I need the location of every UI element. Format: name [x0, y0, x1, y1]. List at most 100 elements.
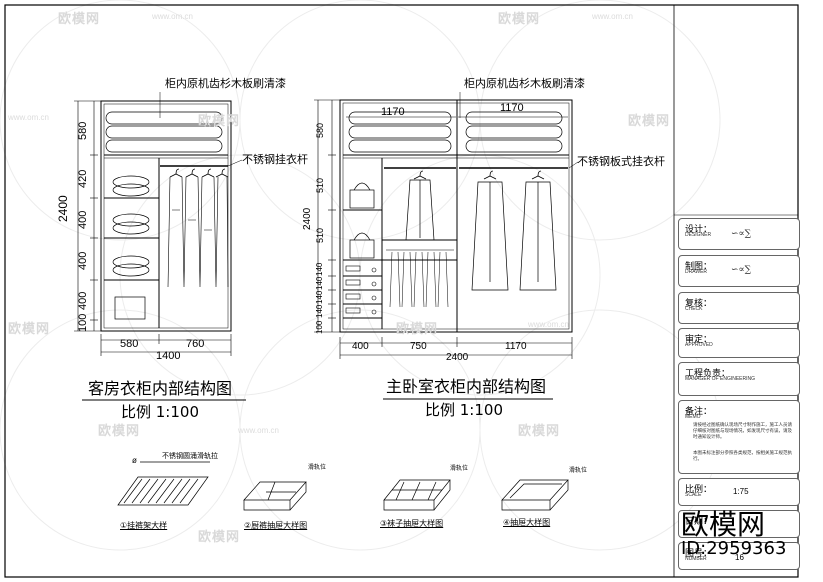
- guest-dimension-lines: [74, 100, 232, 356]
- watermark-url: www.om.cn: [592, 12, 633, 21]
- designer-signature-icon: ∽∝∑: [731, 229, 752, 239]
- master-dim-bottom-1: 400: [352, 341, 369, 352]
- title-block-designer: 设计： DESIGNER ∽∝∑: [678, 218, 800, 250]
- guest-height-total: 2400: [56, 195, 70, 222]
- designer-sub: DESIGNER: [685, 232, 712, 238]
- guest-dim-left-6: 100: [77, 313, 89, 332]
- scale-sub: SCALE: [685, 492, 702, 498]
- master-dim-left-3: 510: [315, 227, 325, 243]
- guest-width-total: 1400: [156, 350, 181, 362]
- master-dim-bottom-2: 750: [410, 341, 427, 352]
- title-block-memo: 备注： MEMO 请按经过图纸确认现场尺寸制作施工，施工人员请仔细核对图纸与现场…: [678, 400, 800, 474]
- watermark-url: www.om.cn: [8, 113, 49, 122]
- annotation-leaders: [159, 92, 579, 169]
- guest-wardrobe-scale: 比例 1:100: [121, 403, 199, 421]
- master-dim-left-5: 140: [315, 276, 324, 290]
- master-dimension-lines: [314, 99, 573, 359]
- number-label: 图号：: [685, 549, 713, 559]
- guest-top-note: 柜内原机齿杉木板刷清漆: [165, 77, 286, 90]
- detail-1-phi: ø: [132, 456, 137, 465]
- detail-pants-rack: [117, 461, 210, 506]
- title-block-check: 复核： CHECK: [678, 292, 800, 324]
- date-label: 日期：: [685, 517, 713, 527]
- master-top-note: 柜内原机齿杉木板刷清漆: [464, 77, 585, 90]
- number-value: 16: [735, 553, 744, 562]
- brand-id: ID:2959363: [681, 538, 787, 559]
- master-height-total: 2400: [302, 207, 313, 230]
- master-dim-left-4: 140: [315, 262, 324, 276]
- master-dim-left-6: 140: [315, 290, 324, 304]
- manager-label: 工程负责：: [685, 369, 731, 379]
- watermark-text: 欧模网: [396, 322, 439, 337]
- guest-dim-bottom-1: 580: [120, 338, 139, 350]
- detail-2-note: 滑轨位: [308, 464, 327, 471]
- scale-label: 比例：: [685, 485, 713, 495]
- detail-socks-drawer: [383, 479, 451, 511]
- guest-rod-note: 不锈钢挂衣杆: [242, 153, 308, 166]
- detail-1-label: ①挂裤架大样: [120, 521, 168, 530]
- master-wardrobe-scale: 比例 1:100: [425, 401, 503, 419]
- master-rod-note: 不锈钢板式挂衣杆: [577, 155, 665, 168]
- watermark-text: 欧模网: [8, 322, 51, 337]
- check-label: 复核：: [685, 299, 713, 309]
- watermark-text: 欧模网: [58, 12, 101, 27]
- watermark-url: www.om.cn: [152, 12, 193, 21]
- memo-text-2: 本图未标注部分参照各类规范，按相关施工规范执行。: [693, 451, 792, 462]
- detail-4-note: 滑轨位: [569, 467, 588, 474]
- designer-label: 设计：: [685, 225, 713, 235]
- guest-dim-left-3: 400: [77, 210, 89, 229]
- watermark-text: 欧模网: [628, 114, 671, 129]
- title-block-number: 图号： NUMBER 16: [678, 542, 800, 570]
- brand-logo-text: 欧模网: [681, 508, 766, 541]
- master-dim-left-7: 140: [315, 304, 324, 318]
- master-width-total: 2400: [446, 352, 469, 363]
- memo-label: 备注：: [685, 407, 713, 417]
- guest-dim-left-5: 400: [77, 291, 89, 310]
- title-underlines: [82, 398, 553, 401]
- title-block-approved: 审定： APPROVED: [678, 328, 800, 358]
- detail-3-note: 滑轨位: [450, 465, 469, 472]
- watermark-text: 欧模网: [518, 424, 561, 439]
- master-dim-left-1: 580: [315, 122, 325, 138]
- detail-underwear-drawer: [243, 481, 307, 511]
- watermark-text: 欧模网: [98, 424, 141, 439]
- memo-text-1: 请按经过图纸确认现场尺寸制作施工，施工人员请仔细核对图纸与现场情况，如发现尺寸有…: [693, 423, 792, 440]
- sheet-frame: [4, 4, 799, 578]
- master-top-dim-1: 1170: [381, 106, 405, 118]
- detail-1-note: 不锈钢圆涌滑轨拉: [162, 452, 218, 460]
- manager-sub: MANAGER OF ENGINEERING: [685, 376, 756, 382]
- title-block-manager: 工程负责： MANAGER OF ENGINEERING: [678, 362, 800, 396]
- guest-wardrobe-elevation: [100, 100, 232, 332]
- approved-label: 审定：: [685, 335, 713, 345]
- watermark-text: 欧模网: [498, 12, 541, 27]
- detail-3-label: ③袜子抽屉大样图: [380, 519, 444, 528]
- guest-dim-left-4: 400: [77, 251, 89, 270]
- watermark-url: www.om.cn: [238, 426, 279, 435]
- detail-4-label: ④抽屉大样图: [503, 518, 551, 527]
- master-dim-left-2: 510: [315, 177, 325, 193]
- guest-dim-left-2: 420: [77, 169, 89, 188]
- title-block-drawer: 制图： DRAWER ∽∝∑: [678, 255, 800, 287]
- scale-value: 1:75: [733, 487, 749, 496]
- master-dim-bottom-3: 1170: [505, 341, 527, 352]
- guest-wardrobe-title: 客房衣柜内部结构图: [88, 379, 233, 398]
- memo-sub: MEMO: [685, 414, 701, 420]
- master-wardrobe-elevation: [339, 99, 573, 333]
- watermark-url: www.om.cn: [528, 320, 569, 329]
- title-block-scale: 比例： SCALE 1:75: [678, 478, 800, 506]
- guest-dim-left-1: 580: [77, 121, 89, 140]
- number-sub: NUMBER: [685, 556, 707, 562]
- watermark-text: 欧模网: [198, 530, 241, 545]
- master-top-dim-2: 1170: [500, 102, 524, 114]
- guest-dim-bottom-2: 760: [186, 338, 205, 350]
- title-block-date: 日期：: [678, 510, 800, 538]
- check-sub: CHECK: [685, 306, 703, 312]
- drawer-signature-icon: ∽∝∑: [731, 265, 752, 275]
- watermark-pattern: [0, 0, 721, 551]
- detail-drawer: [501, 479, 569, 511]
- approved-sub: APPROVED: [685, 342, 713, 348]
- watermark-text: 欧模网: [198, 114, 241, 129]
- detail-2-label: ②厨裤抽屉大样图: [244, 521, 308, 530]
- drawer-label: 制图：: [685, 262, 713, 272]
- drawer-sub: DRAWER: [685, 269, 708, 275]
